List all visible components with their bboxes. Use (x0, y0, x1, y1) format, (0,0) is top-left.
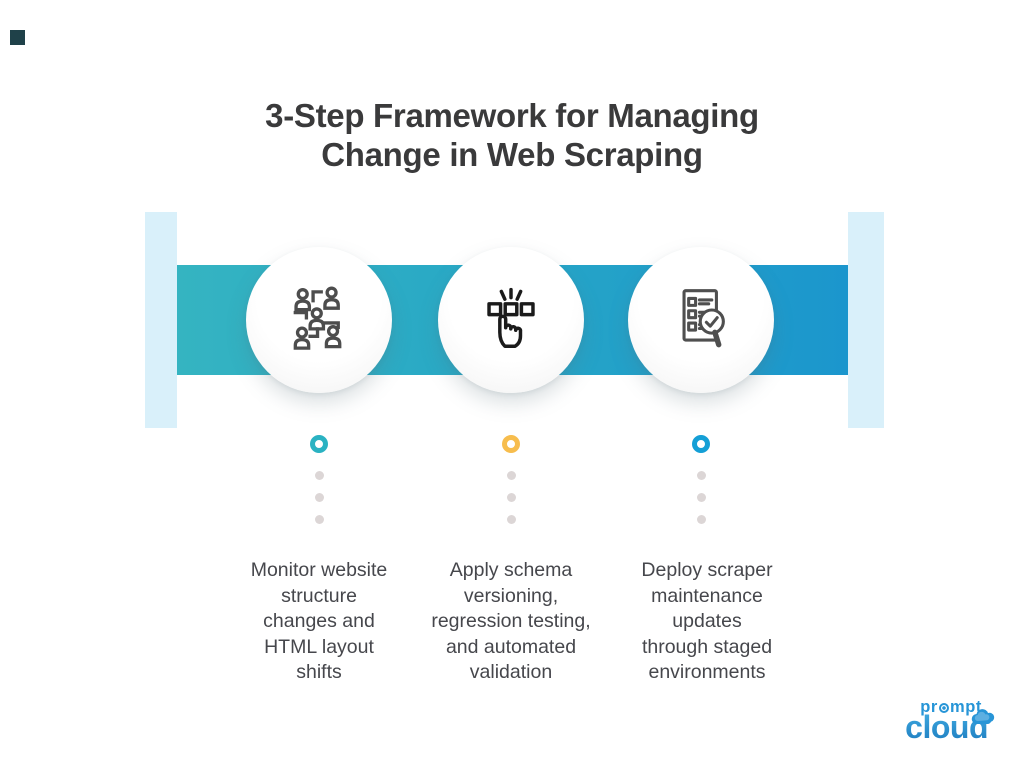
step-3-circle (628, 247, 774, 393)
connector-dot (314, 471, 324, 480)
click-select-icon (487, 287, 535, 348)
page-title: 3-Step Framework for Managing Change in … (265, 97, 759, 173)
connector-dot (506, 493, 516, 502)
connector-dot (314, 515, 324, 524)
connector-dot (696, 515, 706, 524)
connector-dot (314, 493, 324, 502)
cloud-icon (971, 709, 995, 725)
checklist-audit-icon (682, 289, 725, 348)
step-1-description: Monitor website structure changes and HT… (250, 559, 388, 683)
corner-mark (10, 30, 25, 45)
band-right-cap (848, 212, 884, 428)
step-1-circle (246, 247, 392, 393)
step-2-marker (502, 435, 520, 453)
team-structure-icon (293, 286, 342, 350)
band-left-cap (145, 212, 177, 428)
step-2-circle (438, 247, 584, 393)
step-1-marker (310, 435, 328, 453)
connector-dot (506, 515, 516, 524)
connector-dot (696, 493, 706, 502)
gear-icon (938, 703, 949, 713)
step-3-description: Deploy scraper maintenance updates throu… (641, 559, 773, 683)
logo-word-cloud: cloud (905, 709, 995, 742)
step-2-description: Apply schema versioning, regression test… (431, 559, 591, 683)
step-3-marker (692, 435, 710, 453)
connector-dot (696, 471, 706, 480)
connector-dot (506, 471, 516, 480)
